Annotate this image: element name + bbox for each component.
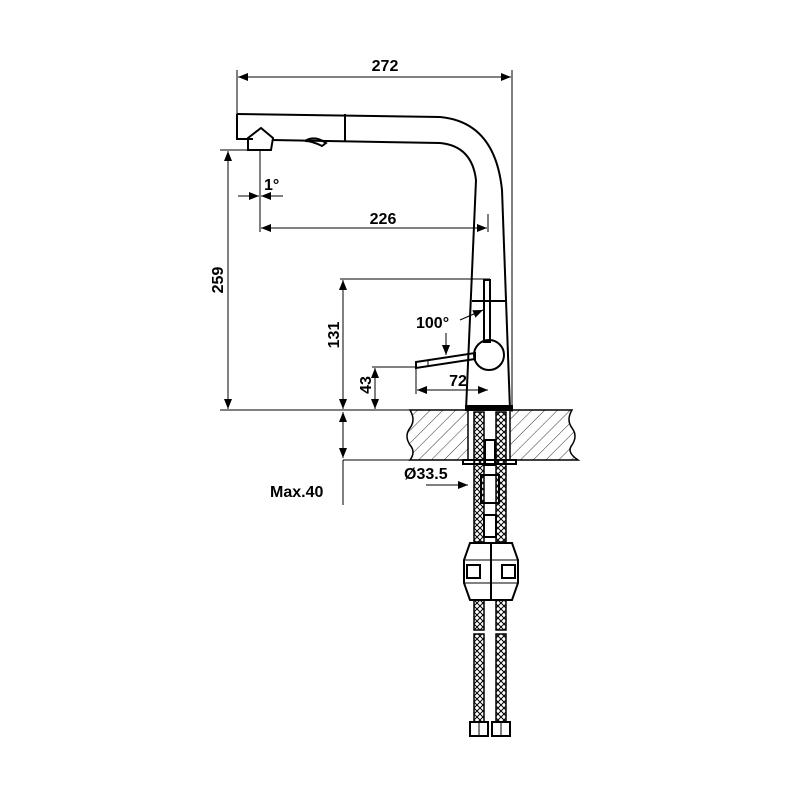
label-131: 131 [326, 322, 343, 349]
label-diameter-33-5: Ø33.5 [404, 466, 448, 483]
label-259: 259 [210, 267, 227, 294]
label-100-degree: 100° [416, 315, 449, 332]
dimension-lever-reach: 72 [415, 368, 488, 394]
dimension-lever-height: 131 [326, 278, 490, 409]
dimension-spout-angle: 1° [238, 150, 283, 232]
dimension-overall-width: 272 [236, 58, 513, 412]
hose-connector [463, 542, 519, 601]
label-1-degree: 1° [264, 177, 279, 194]
label-272: 272 [372, 58, 399, 75]
countertop-section [406, 405, 581, 465]
dimension-hole-diameter: Ø33.5 [404, 466, 468, 489]
supply-hoses [463, 411, 519, 737]
label-72: 72 [449, 373, 467, 390]
faucet-lever [415, 279, 505, 371]
dimension-lever-base-height: 43 [358, 366, 416, 409]
label-43: 43 [358, 376, 375, 394]
dimension-spout-height: 259 [210, 149, 248, 409]
label-max-40: Max.40 [270, 484, 323, 501]
dimension-lever-angle: 100° [416, 309, 484, 355]
dimension-max-thickness: Max.40 [270, 412, 470, 505]
aerator [247, 126, 275, 151]
dimension-spout-reach: 226 [261, 211, 489, 232]
label-226: 226 [370, 211, 397, 228]
faucet-spout [236, 113, 512, 411]
pull-out-button [304, 137, 328, 148]
